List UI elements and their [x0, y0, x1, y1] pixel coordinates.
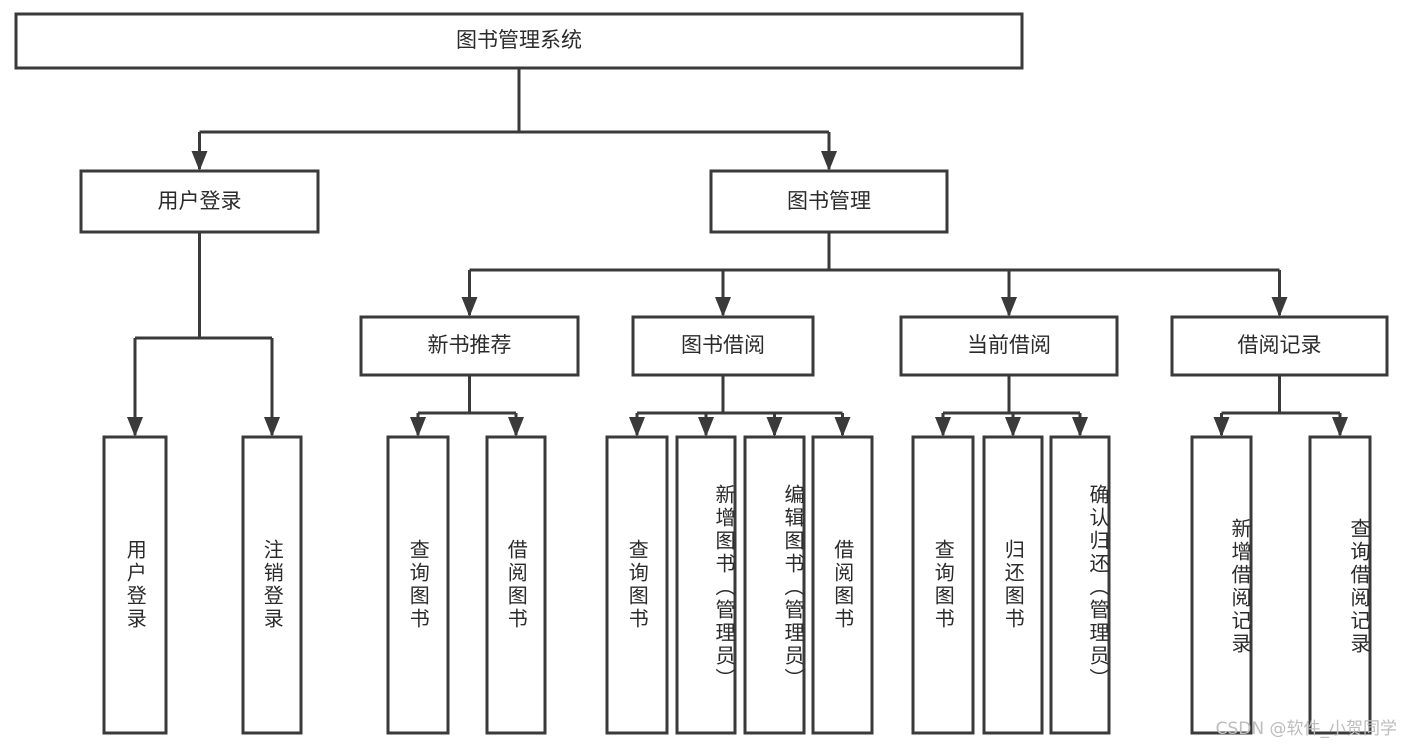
arrow-head-icon — [935, 417, 951, 437]
watermark-text: CSDN @软件_小贺同学 — [1215, 719, 1397, 739]
arrow-head-icon — [127, 417, 143, 437]
node-box-borrow-record[interactable] — [1170, 315, 1389, 377]
arrow-head-icon — [698, 417, 714, 437]
node-box-leaf-query-book-3[interactable] — [911, 435, 975, 735]
node-box-book-management[interactable] — [709, 169, 949, 234]
node-box-leaf-query-book-1[interactable] — [386, 435, 450, 735]
node-box-leaf-add-book[interactable] — [675, 435, 737, 735]
node-box-root[interactable] — [14, 12, 1024, 70]
arrow-head-icon — [264, 417, 280, 437]
node-box-leaf-borrow-book-1[interactable] — [485, 435, 547, 735]
arrow-head-icon — [821, 151, 837, 171]
node-box-leaf-return-book[interactable] — [982, 435, 1044, 735]
arrow-head-icon — [834, 417, 851, 437]
node-box-new-book-recommend[interactable] — [359, 315, 580, 377]
arrow-head-icon — [1072, 417, 1088, 437]
node-box-leaf-user-login[interactable] — [102, 435, 168, 735]
node-box-leaf-borrow-book-2[interactable] — [811, 435, 874, 735]
node-box-leaf-confirm-return[interactable] — [1049, 435, 1111, 735]
arrow-head-icon — [461, 297, 478, 317]
node-box-leaf-edit-book[interactable] — [743, 435, 806, 735]
arrow-head-icon — [766, 417, 783, 437]
arrow-head-icon — [715, 297, 731, 317]
node-box-leaf-query-record[interactable] — [1308, 435, 1372, 735]
node-box-layer — [14, 12, 1389, 735]
arrow-head-icon — [410, 417, 426, 437]
arrow-head-icon — [629, 417, 645, 437]
arrow-head-icon — [1005, 417, 1021, 437]
arrow-head-icon — [1271, 297, 1288, 317]
node-box-leaf-query-book-2[interactable] — [605, 435, 669, 735]
arrow-head-icon — [1001, 297, 1017, 317]
arrow-head-icon — [508, 417, 524, 437]
arrow-head-icon — [191, 151, 208, 171]
arrow-head-icon — [1332, 417, 1348, 437]
node-box-current-borrow[interactable] — [899, 315, 1119, 377]
connector-layer — [127, 68, 1348, 437]
node-box-book-borrow[interactable] — [631, 315, 815, 377]
node-box-leaf-logout-login[interactable] — [241, 435, 303, 735]
node-box-leaf-add-record[interactable] — [1190, 435, 1253, 735]
node-box-user-login[interactable] — [79, 169, 320, 234]
arrow-head-icon — [1213, 417, 1230, 437]
